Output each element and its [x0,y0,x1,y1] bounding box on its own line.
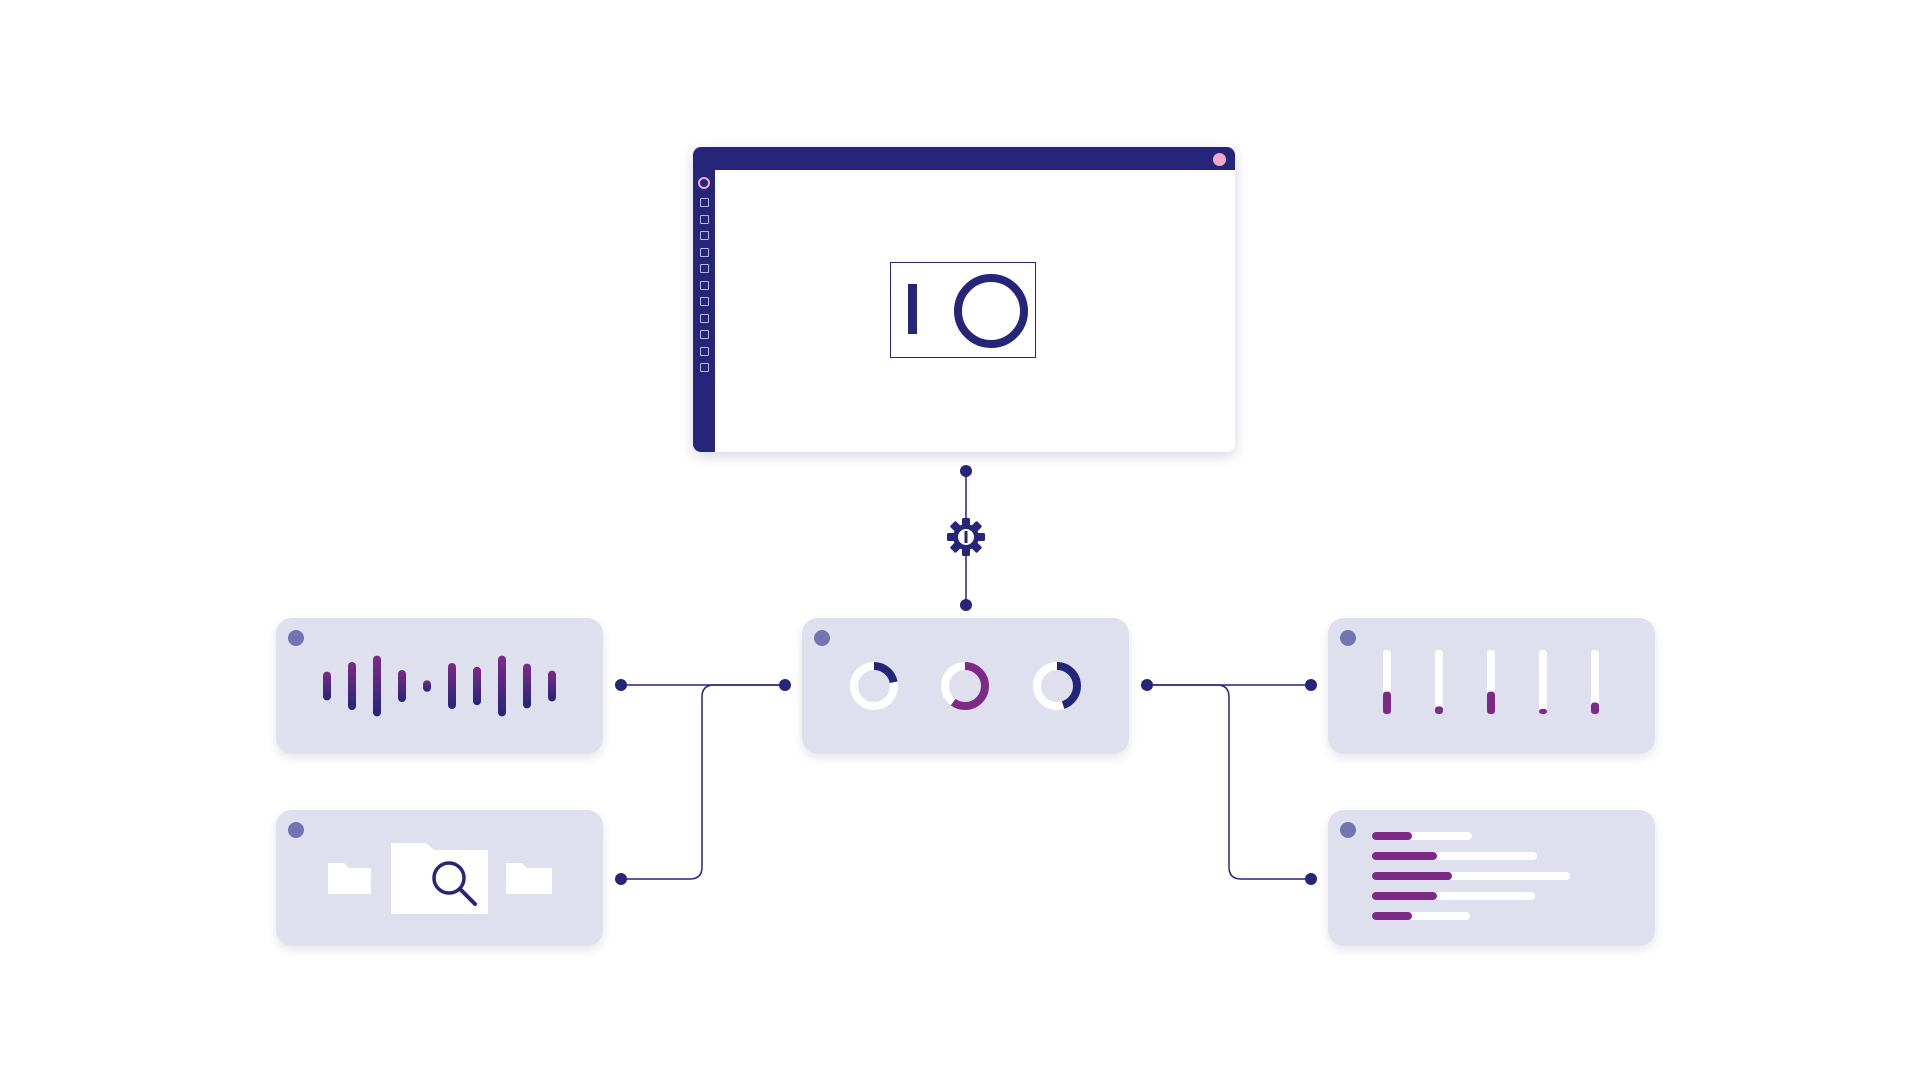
waveform-bar [473,666,481,706]
donut-2 [941,662,989,710]
browser-sidebar [693,170,715,452]
node-dot [1305,873,1317,885]
folder-search-card [276,810,603,946]
checkbox-icon[interactable] [700,346,709,356]
node-dot [615,873,627,885]
slider-fill [1591,702,1599,714]
magnifier-icon [432,861,477,906]
checkbox-icon[interactable] [700,363,709,372]
hbar-fill [1372,872,1452,880]
donut-3 [1033,662,1081,710]
node-dot [960,599,972,611]
waveform-bar [398,670,406,702]
hbar-fill [1372,832,1412,840]
checkbox-icon[interactable] [700,264,709,273]
waveform-bar [448,662,456,710]
gear-icon [947,518,985,556]
card-status-dot [288,822,304,838]
checkbox-icon[interactable] [700,247,709,257]
node-dot [615,679,627,691]
waveform-bar [373,655,381,717]
waveform-bar [548,670,556,702]
folders-group [328,843,552,914]
checkbox-icon[interactable] [700,313,709,323]
slider-card [1328,618,1655,754]
folder-search-icon [391,843,488,914]
donut-arc [850,662,898,710]
card-status-dot [288,630,304,646]
card-status-dot [1340,822,1356,838]
waveform-bar [498,655,506,717]
checkbox-icon[interactable] [700,231,709,240]
card-status-dot [1340,630,1356,646]
waveform-card [276,618,603,754]
checkbox-icon[interactable] [700,214,709,224]
checkbox-icon[interactable] [700,297,709,306]
donut-arc [1033,662,1081,710]
vertical-sliders [1383,650,1599,714]
connector-hub-to-hbars [1147,684,1311,880]
logo-letter-i [908,284,917,334]
waveform-bars [323,655,556,717]
hbar-fill [1372,892,1437,900]
slider-fill [1435,706,1443,714]
checkbox-icon[interactable] [700,198,709,207]
connector-folders-to-hub [621,684,785,880]
waveform-bar [523,663,531,709]
donut-arc [941,662,989,710]
waveform-bar [348,662,356,710]
horizontal-bars [1372,832,1570,920]
slider-fill [1383,691,1391,714]
browser-titlebar [693,147,1235,170]
waveform-bar [323,671,331,701]
node-dot [960,465,972,477]
slider-track [1435,650,1443,714]
close-dot-icon[interactable] [1213,153,1226,166]
folder-icon [328,863,371,894]
donut-charts [850,662,1081,710]
slider-fill [1539,708,1547,714]
card-status-dot [814,630,830,646]
slider-track [1591,650,1599,714]
donut-card [802,618,1129,754]
waveform-bar [423,680,431,692]
gear-center-bar [964,531,968,543]
donut-1 [850,662,898,710]
slider-track [1539,650,1547,714]
io-logo-icon [890,262,1036,358]
logo-letter-o [954,274,1028,348]
checkbox-icon[interactable] [700,280,709,290]
folder-icon [506,863,552,894]
hbar-fill [1372,852,1437,860]
sidebar-circle-icon[interactable] [698,177,710,189]
hbar-fill [1372,912,1412,920]
node-dot [779,679,791,691]
checkbox-icon[interactable] [700,330,709,339]
node-dot [1141,679,1153,691]
node-dot [1305,679,1317,691]
slider-fill [1487,691,1495,714]
hbar-card [1328,810,1655,946]
browser-window [693,147,1235,452]
